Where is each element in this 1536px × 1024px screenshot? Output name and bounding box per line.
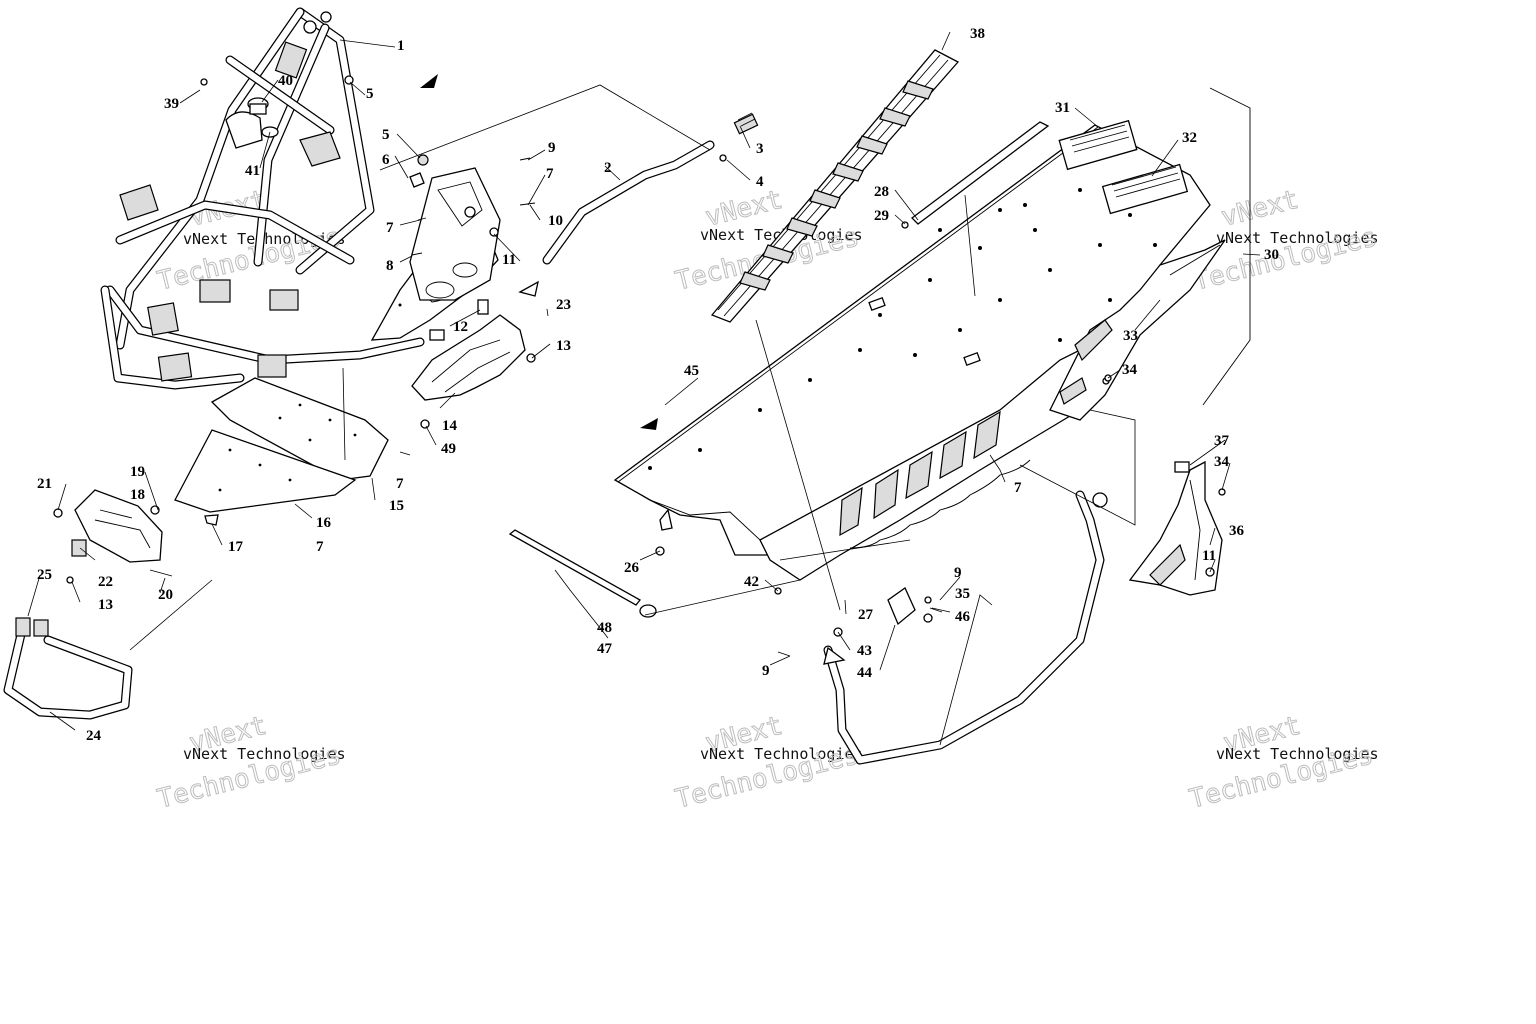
callout-7: 7 (1014, 480, 1022, 496)
watermark-5: vNext vNext Technologies Technologies (672, 710, 863, 815)
callout-44: 44 (857, 665, 873, 681)
callout-8: 8 (386, 258, 394, 274)
callout-3: 3 (756, 141, 764, 157)
callout-48: 48 (597, 620, 612, 636)
bracket-14 (411, 299, 536, 429)
callout-15: 15 (389, 498, 404, 514)
callout-7: 7 (386, 220, 394, 236)
callout-33: 33 (1123, 328, 1138, 344)
arrow-markers (420, 74, 846, 665)
callout-47: 47 (597, 641, 613, 657)
watermark-text: vNext (1218, 185, 1301, 233)
callout-34: 34 (1122, 362, 1138, 378)
frame-brackets (119, 11, 341, 382)
watermark-text: vNext Technologies (183, 745, 346, 763)
callout-41: 41 (245, 163, 260, 179)
callout-49: 49 (441, 441, 456, 457)
callout-24: 24 (86, 728, 102, 744)
bracket-line-30 (1202, 87, 1251, 406)
callout-9: 9 (548, 140, 556, 156)
callout-5: 5 (366, 86, 374, 102)
callout-7: 7 (316, 539, 324, 555)
watermark-3: vNext vNext Technologies Technologies (1190, 184, 1381, 297)
callout-38: 38 (970, 26, 985, 42)
callout-21: 21 (37, 476, 52, 492)
rear-bumper-35 (823, 490, 1108, 765)
callouts: 1 2 3 4 5 5 6 7 7 7 7 7 8 9 9 9 10 11 11… (37, 26, 1279, 744)
watermark-4: vNext vNext Technologies Technologies (154, 710, 346, 815)
heat-exchanger-fins (739, 80, 934, 291)
tunnel-side (759, 343, 1091, 581)
callout-19: 19 (130, 464, 145, 480)
callout-9: 9 (954, 565, 962, 581)
watermark-6: vNext vNext Technologies Technologies (1186, 710, 1379, 815)
callout-18: 18 (130, 487, 145, 503)
footrest-bracket-18 (53, 489, 173, 584)
leader-lines (27, 31, 1261, 746)
watermark-text: vNext Technologies (1216, 229, 1379, 247)
callout-16: 16 (316, 515, 332, 531)
callout-17: 17 (228, 539, 244, 555)
callout-2: 2 (604, 160, 612, 176)
callout-20: 20 (158, 587, 173, 603)
trim-strip-28 (901, 121, 1050, 229)
tunnel-holes (648, 188, 1157, 470)
callout-40: 40 (278, 73, 293, 89)
callout-7: 7 (546, 166, 554, 182)
callout-14: 14 (442, 418, 458, 434)
callout-11: 11 (1202, 548, 1216, 564)
callout-9: 9 (762, 663, 770, 679)
callout-13: 13 (98, 597, 113, 613)
callout-7: 7 (396, 476, 404, 492)
callout-31: 31 (1055, 100, 1070, 116)
callout-22: 22 (98, 574, 113, 590)
callout-30: 30 (1264, 247, 1279, 263)
callout-25: 25 (37, 567, 52, 583)
callout-23: 23 (556, 297, 571, 313)
rear-bracket-36 (1128, 460, 1226, 596)
front-hardware (200, 75, 536, 256)
callout-32: 32 (1182, 130, 1197, 146)
rear-axle-48 (508, 529, 657, 618)
callout-39: 39 (164, 96, 179, 112)
callout-37: 37 (1214, 433, 1230, 449)
front-bumper-24 (3, 617, 133, 720)
callout-45: 45 (684, 363, 699, 379)
grip-3 (719, 112, 759, 162)
grommet-40 (247, 97, 279, 138)
callout-35: 35 (955, 586, 970, 602)
callout-43: 43 (857, 643, 872, 659)
skid-plate-15 (210, 377, 389, 481)
heat-exchanger-38 (710, 49, 960, 323)
callout-34: 34 (1214, 454, 1230, 470)
callout-4: 4 (756, 174, 764, 190)
watermark-text: vNext Technologies (1216, 745, 1379, 763)
front-plate (409, 167, 501, 301)
callout-10: 10 (548, 213, 563, 229)
callout-12: 12 (453, 319, 468, 335)
steering-tube-2 (542, 140, 715, 265)
watermark-text: vNext Technologies (700, 745, 863, 763)
callout-42: 42 (744, 574, 759, 590)
skid-plate-16 (174, 429, 357, 526)
callout-27: 27 (858, 607, 874, 623)
callout-26: 26 (624, 560, 640, 576)
callout-13: 13 (556, 338, 571, 354)
callout-46: 46 (955, 609, 971, 625)
callout-36: 36 (1229, 523, 1245, 539)
callout-28: 28 (874, 184, 889, 200)
callout-6: 6 (382, 152, 390, 168)
callout-11: 11 (502, 252, 516, 268)
callout-1: 1 (397, 38, 405, 54)
callout-29: 29 (874, 208, 889, 224)
callout-5: 5 (382, 127, 390, 143)
